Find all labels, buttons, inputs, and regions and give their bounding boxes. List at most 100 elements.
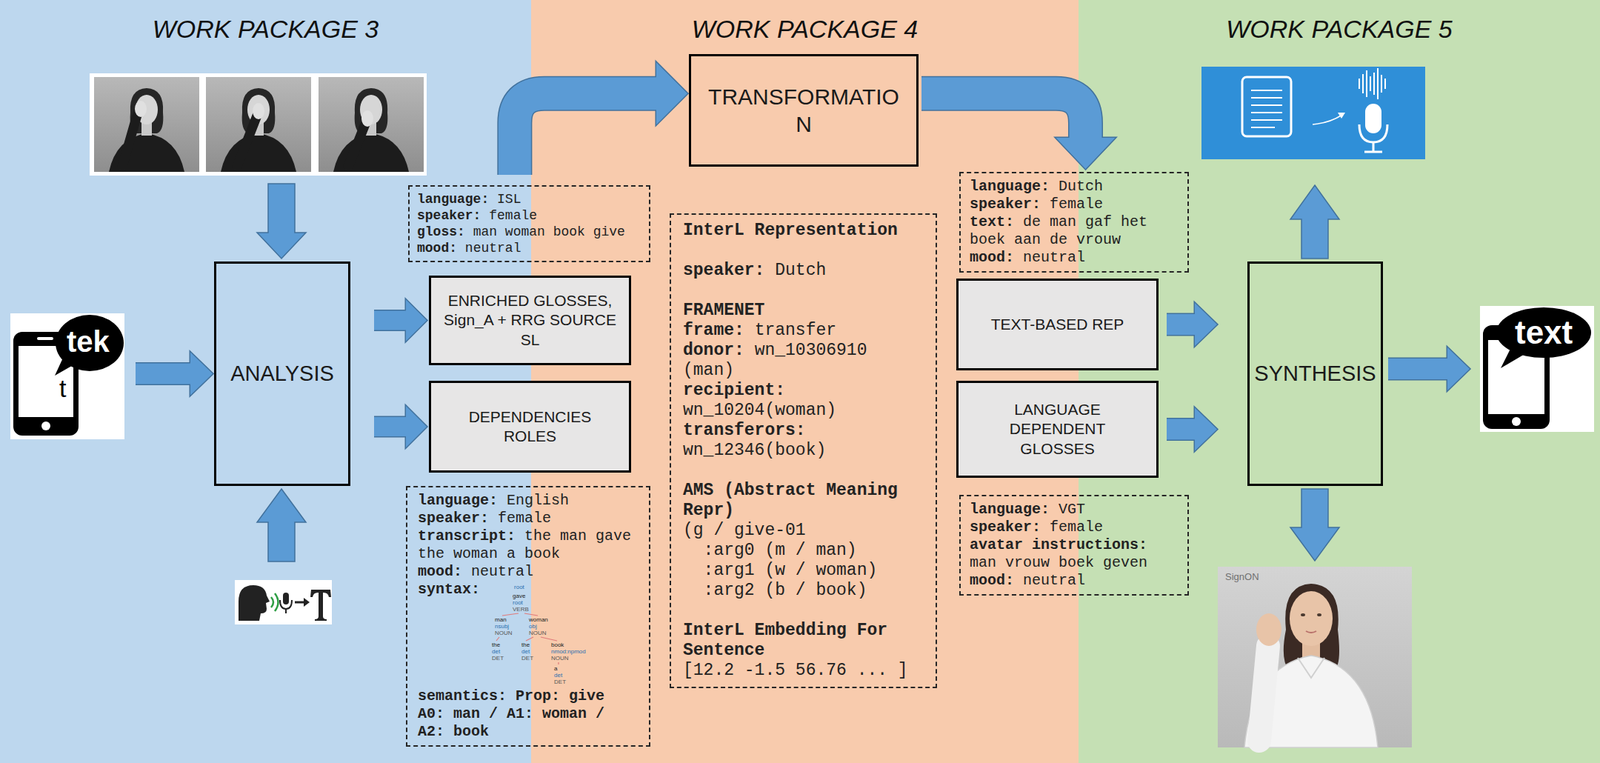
- parse-tree-label: obj: [528, 622, 538, 630]
- field-key: recipient:: [682, 380, 786, 400]
- field-key: FRAMENET: [682, 300, 765, 320]
- phone-icon: text: [1480, 305, 1595, 432]
- parse-tree-label: gave: [512, 592, 526, 600]
- signing-avatar: [1217, 566, 1412, 748]
- field-key: semantics: Prop: give A0: man / A1: woma…: [417, 687, 605, 740]
- field-row: speaker: Dutch: [682, 260, 924, 281]
- watermark: SignON: [1225, 571, 1260, 583]
- block-arrow: [1166, 408, 1218, 452]
- field-row: [12.2 -1.5 56.76 ... ]: [682, 660, 924, 681]
- parse-tree-label: root: [512, 599, 523, 606]
- field-row: :arg0 (m / man): [682, 540, 924, 561]
- field-key: gloss:: [417, 224, 466, 240]
- field-row: speaker: female: [417, 207, 642, 224]
- field-key: transferors:: [682, 420, 806, 440]
- parse-tree-label: man: [494, 616, 507, 623]
- field-key: transcript:: [417, 527, 516, 545]
- field-value: female: [1049, 518, 1103, 536]
- annotation-box: InterL Representation speaker: DutchFRAME…: [669, 213, 938, 689]
- field-value: English: [506, 491, 569, 509]
- field-row: gloss: man woman book give: [417, 223, 642, 240]
- field-row: recipient: wn_10204(woman): [682, 380, 924, 421]
- field-row: syntax:rootgaverootVERBmannsubjNOUNwoman…: [417, 580, 639, 688]
- field-row: transferors: wn_12346(book): [682, 420, 924, 461]
- parse-tree-label: det: [554, 671, 563, 679]
- field-key: text:: [969, 213, 1015, 231]
- field-key: language:: [417, 491, 498, 509]
- speech-to-text-icon: [234, 580, 332, 625]
- bubble-text: t: [59, 375, 66, 401]
- annotation-box: language: VGTspeaker: femaleavatar instr…: [959, 494, 1189, 596]
- box-label: LANGUAGE DEPENDENT GLOSSES: [974, 400, 1140, 459]
- field-value: female: [1049, 195, 1103, 213]
- bubble-text: text: [1514, 316, 1573, 349]
- field-key: donor:: [682, 340, 745, 360]
- field-row: InterL Embedding For Sentence: [682, 620, 924, 661]
- field-value: wn_12346(book): [682, 440, 826, 460]
- bubble-text: tek: [66, 326, 110, 357]
- parse-tree-label: a: [554, 665, 558, 672]
- box-label: ANALYSIS: [217, 360, 347, 387]
- field-value: :arg1 (w / woman): [703, 560, 878, 580]
- field-row: :arg2 (b / book): [682, 580, 924, 601]
- field-key: language:: [969, 500, 1050, 518]
- parse-tree-label: woman: [528, 616, 549, 623]
- output-box: TEXT-BASED REP: [956, 278, 1159, 371]
- parse-tree-label: NOUN: [528, 629, 547, 637]
- field-row: donor: wn_10306910 (man): [682, 340, 924, 381]
- field-row: avatar instructions: man vrouw boek geve…: [969, 536, 1179, 572]
- field-value: transfer: [754, 320, 837, 340]
- field-key: InterL Representation: [682, 220, 898, 240]
- field-row: frame: transfer: [682, 320, 924, 341]
- parse-tree-label: DET: [491, 654, 504, 662]
- field-key: language:: [417, 191, 489, 207]
- band-title: WORK PACKAGE 3: [0, 0, 532, 44]
- parse-tree-label: book: [551, 641, 564, 649]
- block-arrow: [374, 300, 427, 342]
- process-box: SYNTHESIS: [1247, 261, 1383, 486]
- text-to-speech-icon: [1201, 66, 1426, 160]
- field-row: mood: neutral: [417, 562, 639, 581]
- field-value: Dutch: [1058, 177, 1103, 195]
- field-key: speaker:: [417, 208, 481, 223]
- parse-tree-label: DET: [554, 678, 566, 686]
- field-key: AMS (Abstract Meaning Repr): [682, 480, 898, 520]
- field-key: mood:: [417, 240, 458, 256]
- field-value: wn_10204(woman): [682, 400, 837, 420]
- field-row: FRAMENET: [682, 300, 924, 321]
- field-row: (g / give-01: [682, 520, 924, 541]
- field-row: speaker: female: [417, 509, 639, 528]
- parse-tree-label: DET: [521, 654, 534, 662]
- field-row: language: VGT: [969, 500, 1179, 519]
- dependency-tree: rootgaverootVERBmannsubjNOUNwomanobjNOUN…: [491, 583, 618, 688]
- field-key: avatar instructions:: [969, 536, 1148, 554]
- output-box: LANGUAGE DEPENDENT GLOSSES: [956, 380, 1159, 478]
- field-key: mood:: [417, 562, 463, 580]
- parse-tree-label: NOUN: [494, 629, 513, 637]
- field-value: neutral: [471, 562, 534, 580]
- block-arrow: [135, 352, 213, 396]
- field-row: speaker: female: [969, 195, 1179, 214]
- field-row: text: de man gaf het boek aan de vrouw: [969, 213, 1179, 249]
- band-title: WORK PACKAGE 5: [1078, 0, 1600, 44]
- parse-tree-label: the: [491, 641, 500, 649]
- field-key: mood:: [969, 571, 1015, 589]
- field-row: speaker: female: [969, 518, 1179, 537]
- field-value: man vrouw boek geven: [969, 554, 1148, 572]
- annotation-box: language: Englishspeaker: femaletranscri…: [405, 485, 651, 747]
- process-box: ANALYSIS: [214, 261, 351, 486]
- field-row: mood: neutral: [969, 571, 1179, 590]
- annotation-box: language: Dutchspeaker: femaletext: de m…: [959, 171, 1189, 273]
- parse-tree-label: nsubj: [494, 622, 509, 630]
- block-arrow: [1166, 302, 1218, 346]
- field-value: (g / give-01: [682, 520, 806, 540]
- phone-icon: tekt: [10, 313, 125, 440]
- box-label: SYNTHESIS: [1251, 360, 1380, 387]
- parse-tree-label: nmod:npmod: [551, 648, 586, 655]
- box-label: TEXT-BASED REP: [967, 314, 1148, 335]
- box-label: TRANSFORMATIO N: [701, 82, 906, 139]
- field-value: Dutch: [774, 260, 826, 280]
- field-key: InterL Embedding For Sentence: [682, 620, 888, 660]
- field-row: mood: neutral: [417, 240, 642, 257]
- parse-tree-label: VERB: [512, 605, 529, 613]
